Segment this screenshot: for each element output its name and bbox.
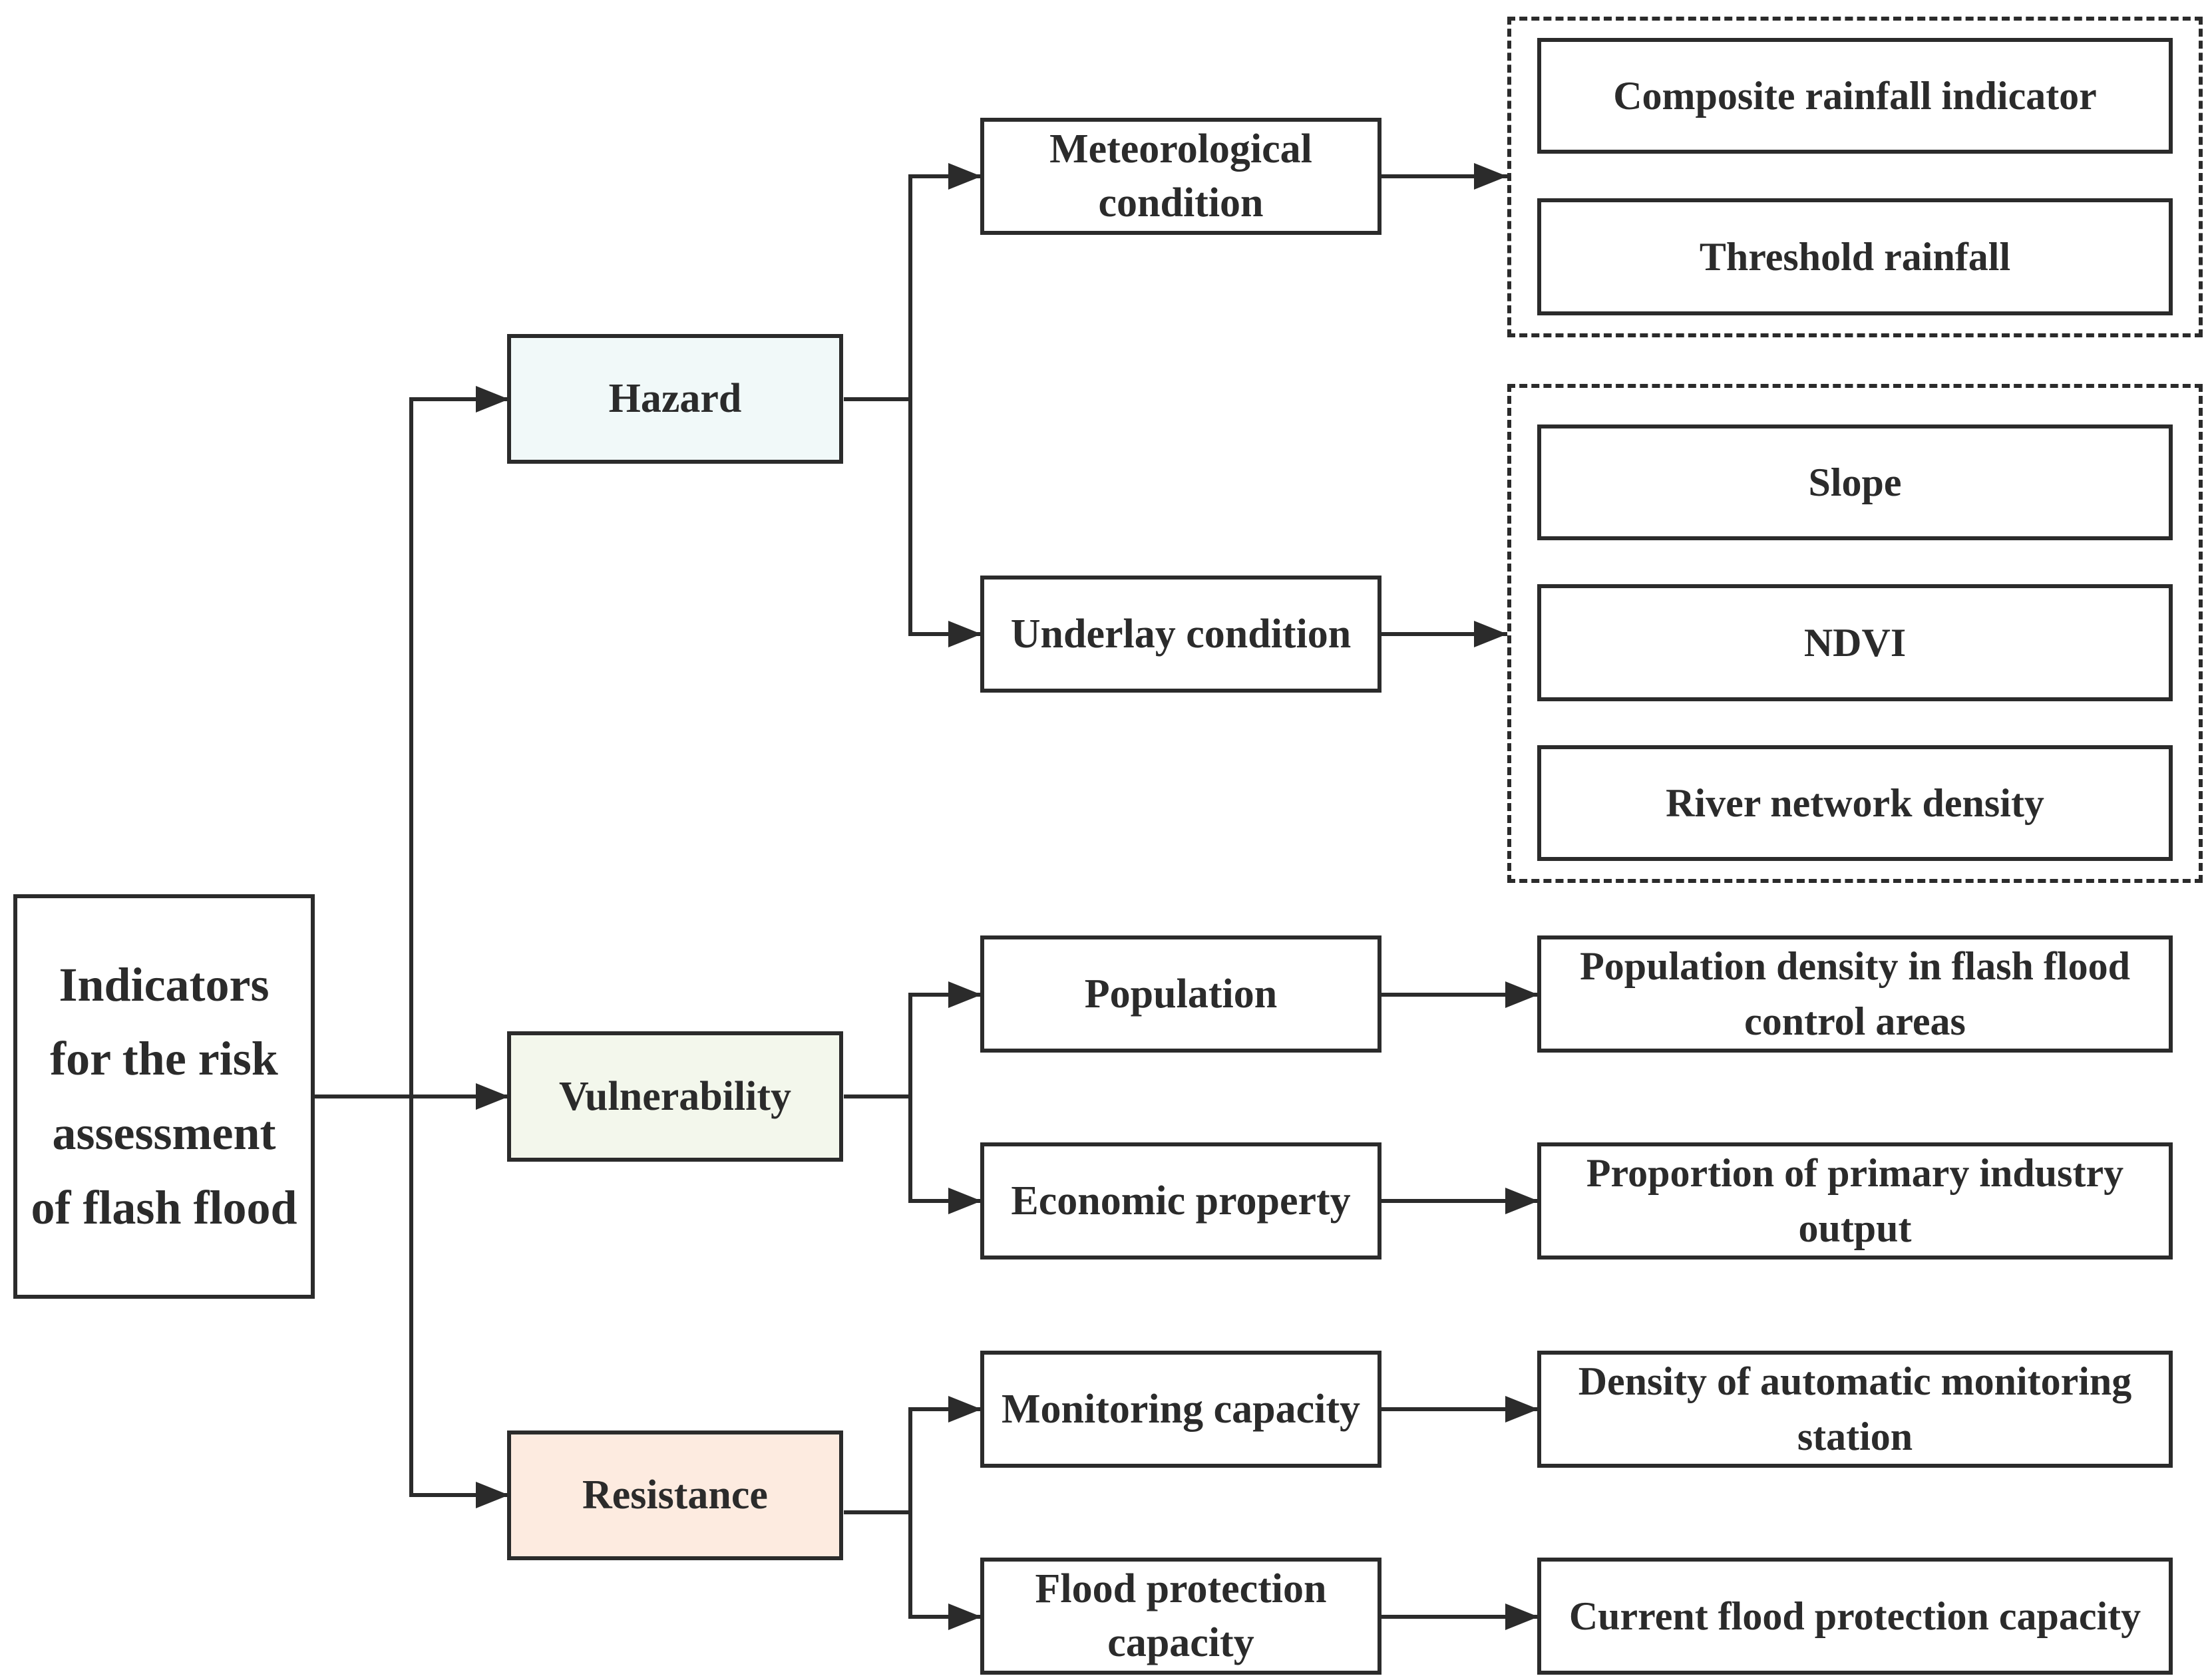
current-flood-protection-node: Current flood protection capacity (1537, 1558, 2173, 1675)
automatic-station-density-node: Density of automatic monitoring station (1537, 1351, 2173, 1468)
population-density-indicator-node: Population density in flash flood contro… (1537, 935, 2173, 1053)
economic-property-node: Economic property (980, 1142, 1381, 1260)
resistance-node: Resistance (507, 1430, 843, 1560)
vulnerability-node: Vulnerability (507, 1031, 843, 1162)
slope-node: Slope (1537, 424, 2173, 540)
composite-rainfall-indicator-node: Composite rainfall indicator (1537, 38, 2173, 154)
population-node: Population (980, 935, 1381, 1053)
root-indicators-node: Indicators for the risk assessment of fl… (13, 894, 315, 1299)
underlay-condition-node: Underlay condition (980, 576, 1381, 693)
primary-industry-proportion-node: Proportion of primary industry output (1537, 1142, 2173, 1260)
monitoring-capacity-node: Monitoring capacity (980, 1351, 1381, 1468)
river-network-density-node: River network density (1537, 745, 2173, 861)
hazard-node: Hazard (507, 334, 843, 464)
meteorological-condition-node: Meteorological condition (980, 118, 1381, 235)
underlay-indicator-group (1507, 384, 2203, 883)
flood-protection-capacity-node: Flood protection capacity (980, 1558, 1381, 1675)
ndvi-node: NDVI (1537, 584, 2173, 701)
threshold-rainfall-node: Threshold rainfall (1537, 198, 2173, 315)
rainfall-indicator-group (1507, 17, 2203, 337)
